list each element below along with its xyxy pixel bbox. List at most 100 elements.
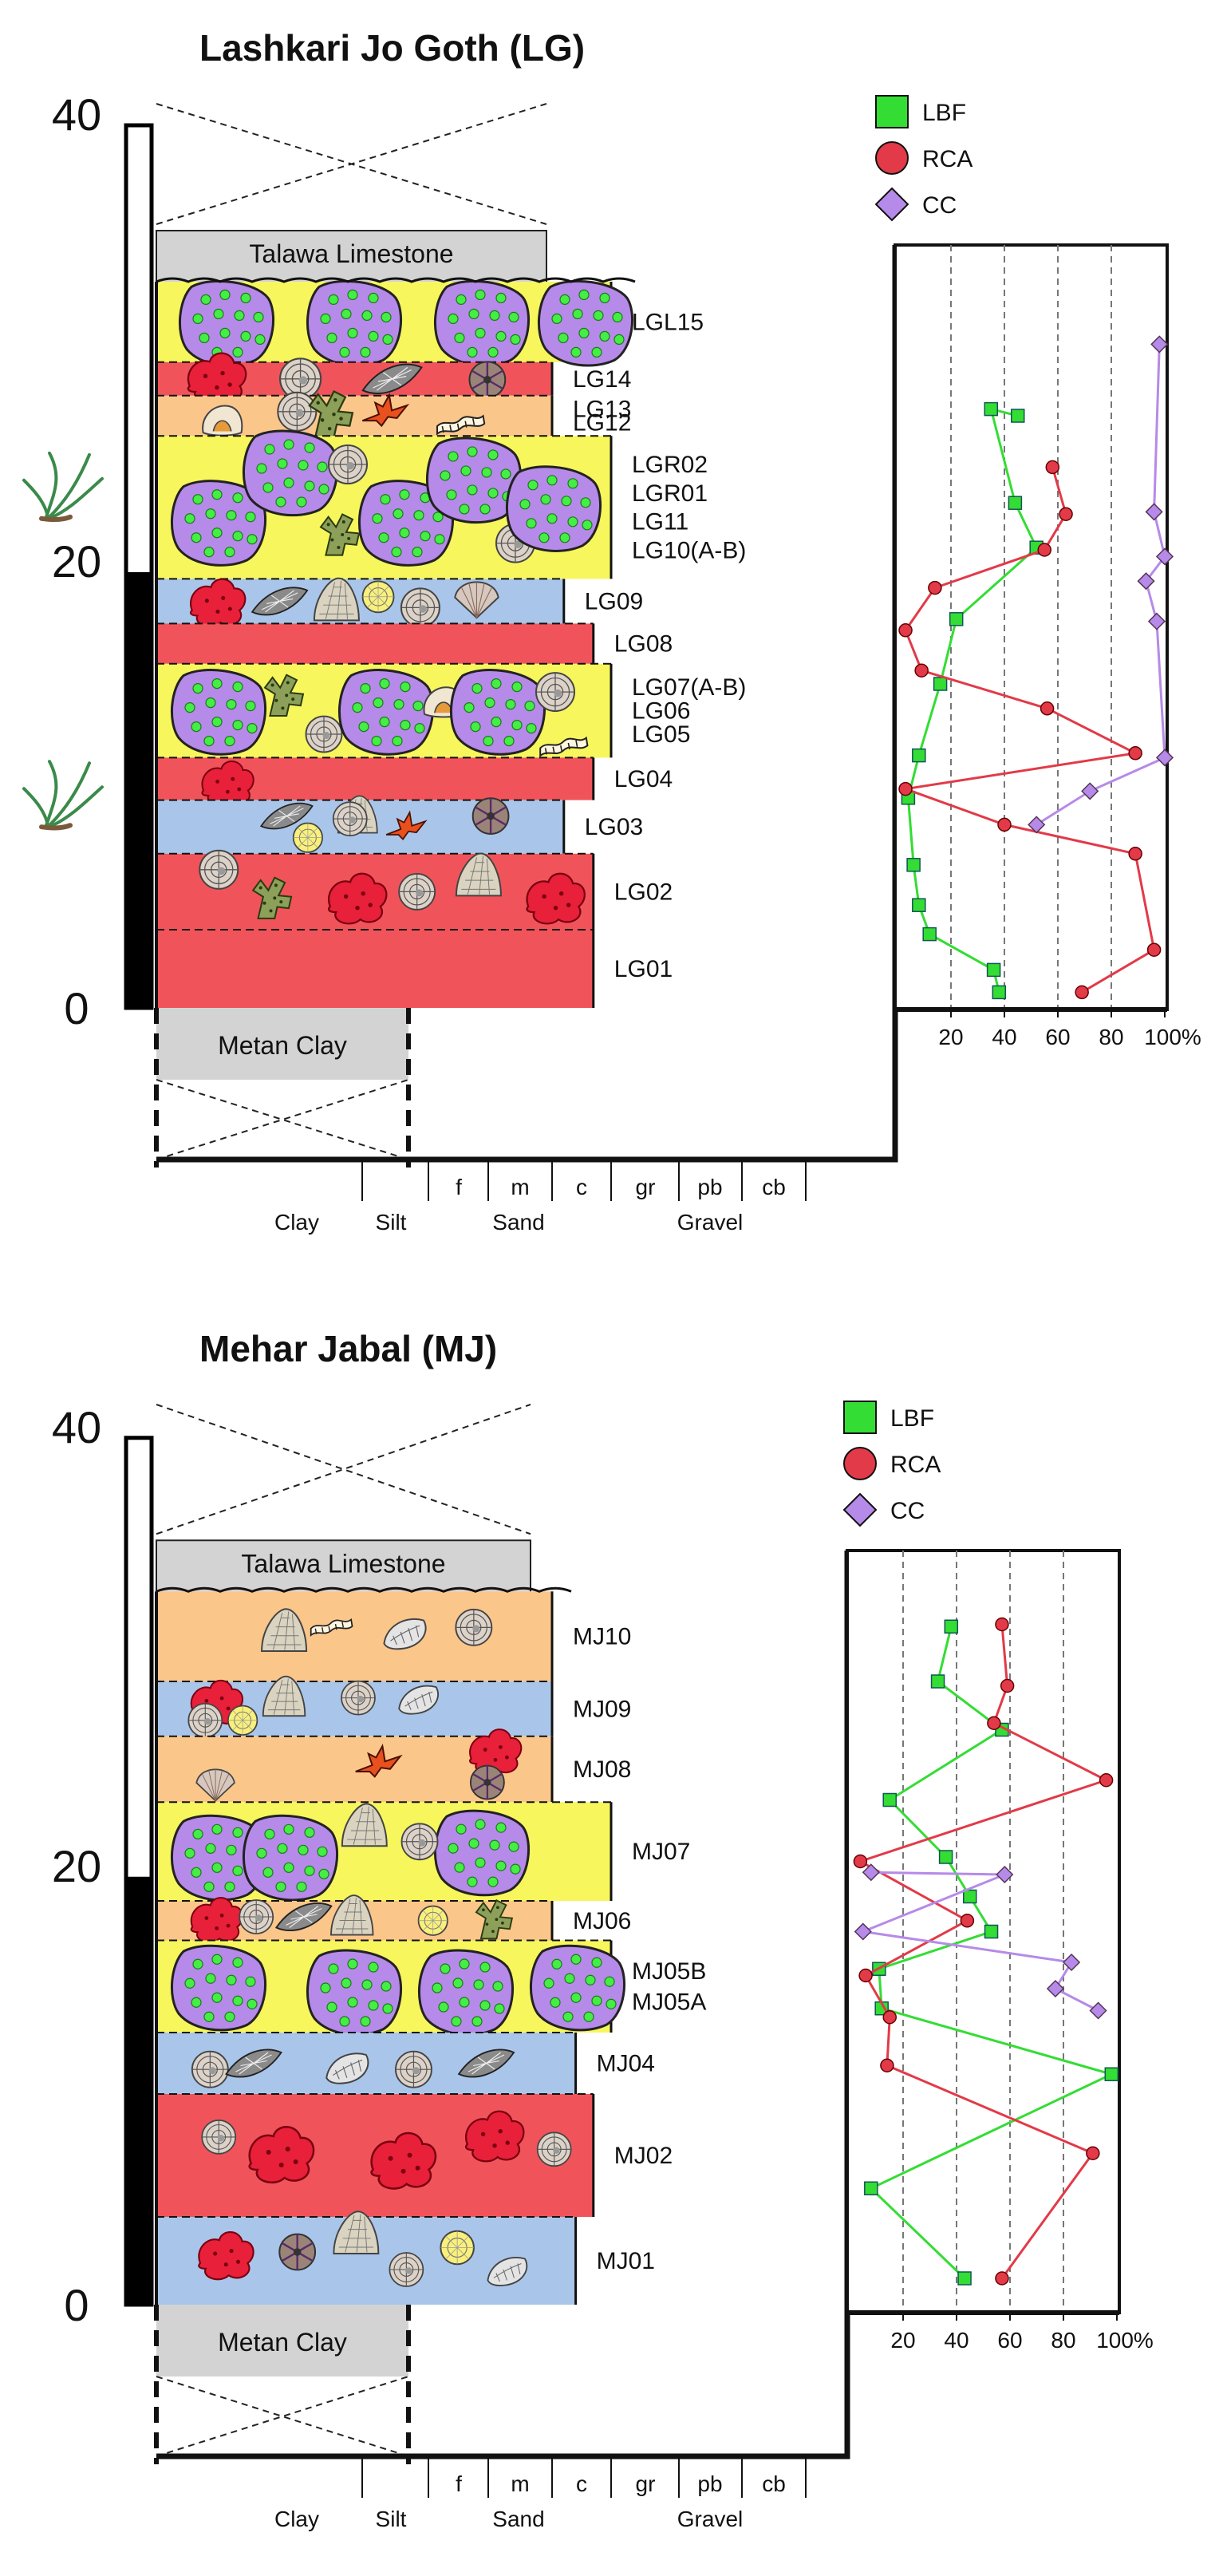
bed-label: MJ09	[573, 1696, 631, 1722]
bottom-formation-label: Metan Clay	[218, 2328, 347, 2357]
metan-box	[156, 2305, 408, 2376]
legend-label: RCA	[922, 146, 972, 172]
rca-point	[1128, 746, 1142, 761]
lbf-fossil-icon	[433, 279, 531, 367]
bed-label: MJ05A	[632, 1989, 706, 2016]
bed-label: LG04	[614, 766, 673, 792]
top-formation-label: Talawa Limestone	[249, 239, 453, 268]
disc-fossil-icon	[361, 580, 395, 614]
grain-label: cb	[762, 2471, 786, 2496]
lbf-fossil-icon	[449, 669, 546, 756]
bed-label: MJ01	[597, 2248, 655, 2274]
rca-point	[1086, 2146, 1100, 2160]
grain-label: m	[511, 1175, 529, 1199]
disc-fossil-icon	[417, 1905, 448, 1936]
spiral-fossil-icon	[455, 1608, 493, 1646]
cc-series	[1028, 335, 1174, 834]
legend-label: LBF	[922, 100, 966, 126]
legend-cc-icon	[842, 1492, 878, 1527]
bed-label: MJ07	[632, 1839, 690, 1865]
bed: MJ09	[156, 1675, 631, 1738]
grain-label: c	[576, 1175, 587, 1199]
lbf-point	[984, 401, 998, 417]
grain-group-label: Gravel	[677, 1210, 743, 1235]
bed-label: LG08	[614, 631, 673, 658]
lbf-fossil-icon	[529, 1944, 626, 2032]
lbf-point	[933, 677, 948, 691]
metan-edges	[154, 2305, 411, 2464]
grain-label: f	[456, 2471, 462, 2496]
bed-label: MJ10	[573, 1624, 631, 1650]
rca-point	[1128, 847, 1142, 861]
lbf-point	[922, 926, 937, 942]
grain-label: gr	[636, 1175, 656, 1199]
cc-point	[1062, 1953, 1081, 1972]
percent-tick-label: 100%	[1144, 1025, 1201, 1049]
rca-point	[1059, 507, 1073, 521]
lbf-point	[963, 1889, 977, 1904]
bed-label: LG14	[573, 366, 631, 393]
lbf-fossil-icon	[505, 465, 602, 552]
cc-point	[1145, 503, 1163, 521]
metan-cross	[156, 2376, 409, 2457]
lbf-point	[1008, 496, 1023, 510]
bed-label: LGL15	[632, 309, 704, 335]
grain-group-label: Silt	[376, 1210, 407, 1235]
spiral-fossil-icon	[332, 801, 368, 836]
cc-point	[1137, 572, 1155, 591]
rca-point	[997, 817, 1012, 832]
cc-line	[858, 1871, 1099, 2012]
bed-fill	[156, 930, 594, 1008]
rca-series	[853, 1617, 1114, 2286]
spiral-fossil-icon	[398, 872, 436, 911]
cc-point	[1155, 749, 1174, 767]
bed: MJ01	[156, 2211, 655, 2305]
lbf-fossil-icon	[433, 1809, 531, 1897]
bed-label: MJ06	[573, 1908, 631, 1934]
grain-group-label: Clay	[274, 1210, 319, 1235]
bed-label: LG10(A-B)	[632, 538, 746, 564]
cc-point	[1150, 335, 1169, 354]
lbf-point	[906, 858, 921, 872]
scale-label: 40	[52, 1402, 101, 1452]
lbf-point	[944, 1619, 959, 1634]
bed: LG14	[156, 352, 631, 405]
spiral-fossil-icon	[201, 2120, 237, 2155]
legend-cc-icon	[874, 187, 909, 222]
grain-group-label: Sand	[492, 2507, 544, 2531]
rca-point	[1037, 543, 1051, 557]
echinoid-fossil-icon	[278, 2233, 317, 2271]
bed-label: LGR01	[632, 480, 708, 507]
spiral-fossil-icon	[395, 2050, 432, 2088]
rca-point	[1075, 985, 1089, 1000]
projection-lines	[156, 1404, 531, 1535]
disc-fossil-icon	[292, 822, 323, 853]
grain-group-label: Gravel	[677, 2507, 743, 2531]
cc-point	[1046, 1979, 1065, 1998]
rca-point	[853, 1854, 868, 1869]
bed-label: LG02	[614, 879, 673, 905]
percent-tick-label: 60	[997, 2328, 1022, 2353]
echinoid-fossil-icon	[471, 796, 510, 836]
cc-point	[1028, 816, 1046, 834]
lbf-point	[949, 612, 964, 626]
top-formation-label: Talawa Limestone	[241, 1549, 445, 1578]
scale-bar-fill	[126, 572, 152, 1008]
metan-edges	[154, 1008, 411, 1167]
spiral-fossil-icon	[341, 1680, 376, 1716]
bed-label: LG11	[632, 509, 688, 535]
bed: LG09	[156, 577, 643, 628]
scale-label: 0	[64, 2280, 89, 2330]
lbf-point	[984, 1924, 999, 1939]
rca-point	[987, 1716, 1001, 1730]
spiral-fossil-icon	[400, 587, 440, 628]
legend-rca-icon	[843, 1447, 877, 1480]
lbf-fossil-icon	[242, 429, 339, 517]
percent-tick-label: 80	[1099, 1025, 1123, 1049]
bed: LGL15	[156, 279, 704, 367]
rca-point	[858, 1968, 873, 1983]
